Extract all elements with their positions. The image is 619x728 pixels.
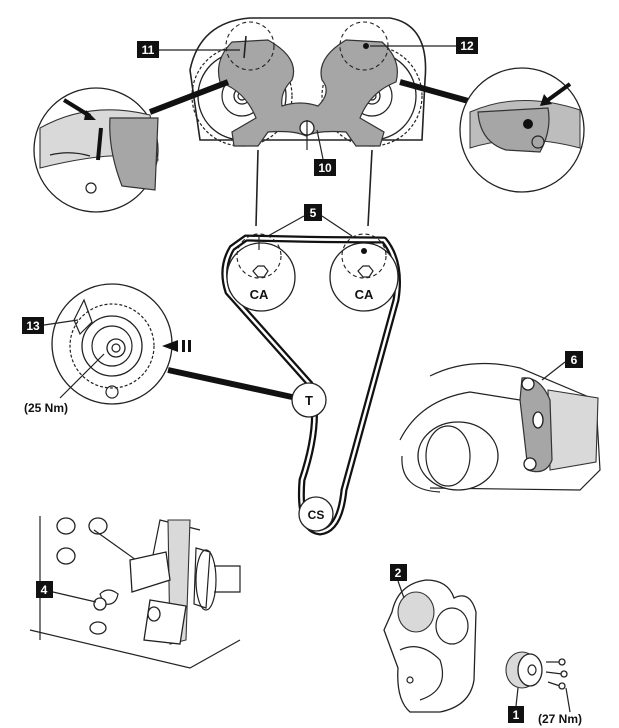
tensioner-torque-label: (25 Nm) — [24, 401, 68, 415]
tensioner-detail — [51, 283, 293, 405]
callout-1: 1 — [508, 687, 524, 723]
callout-13: 13 — [22, 317, 79, 334]
svg-text:T: T — [305, 393, 313, 408]
timing-cover — [383, 579, 477, 713]
callout-4: 4 — [36, 581, 97, 603]
camshaft-assembly — [189, 17, 427, 150]
engine-block-view — [29, 516, 241, 669]
svg-text:10: 10 — [318, 161, 332, 175]
callout-10: 10 — [314, 129, 336, 176]
svg-text:11: 11 — [142, 43, 155, 57]
crankshaft-pulley: CS — [298, 496, 334, 532]
callout-2: 2 — [390, 564, 407, 599]
cam-pulley-right: CA — [329, 233, 399, 312]
svg-text:2: 2 — [395, 566, 402, 580]
right-detail-magnifier — [399, 67, 585, 193]
cam-pulley-left: CA — [226, 233, 296, 312]
svg-text:1: 1 — [513, 708, 520, 722]
svg-text:5: 5 — [310, 206, 317, 220]
callout-6: 6 — [541, 351, 583, 381]
left-detail-magnifier — [33, 79, 230, 213]
tensioner-pulley: T — [291, 382, 327, 418]
crankshaft-lock-view — [399, 362, 601, 493]
svg-text:12: 12 — [460, 39, 474, 53]
callout-12: 12 — [370, 37, 478, 54]
idler-torque-label: (27 Nm) — [538, 712, 582, 726]
svg-text:CA: CA — [250, 287, 269, 302]
svg-text:CA: CA — [355, 287, 374, 302]
svg-text:13: 13 — [26, 319, 40, 333]
svg-text:4: 4 — [41, 583, 48, 597]
callout-5: 5 — [267, 204, 353, 237]
svg-text:6: 6 — [571, 353, 578, 367]
idler-pulley — [505, 651, 571, 713]
svg-text:CS: CS — [308, 508, 325, 522]
callout-11: 11 — [137, 41, 240, 58]
